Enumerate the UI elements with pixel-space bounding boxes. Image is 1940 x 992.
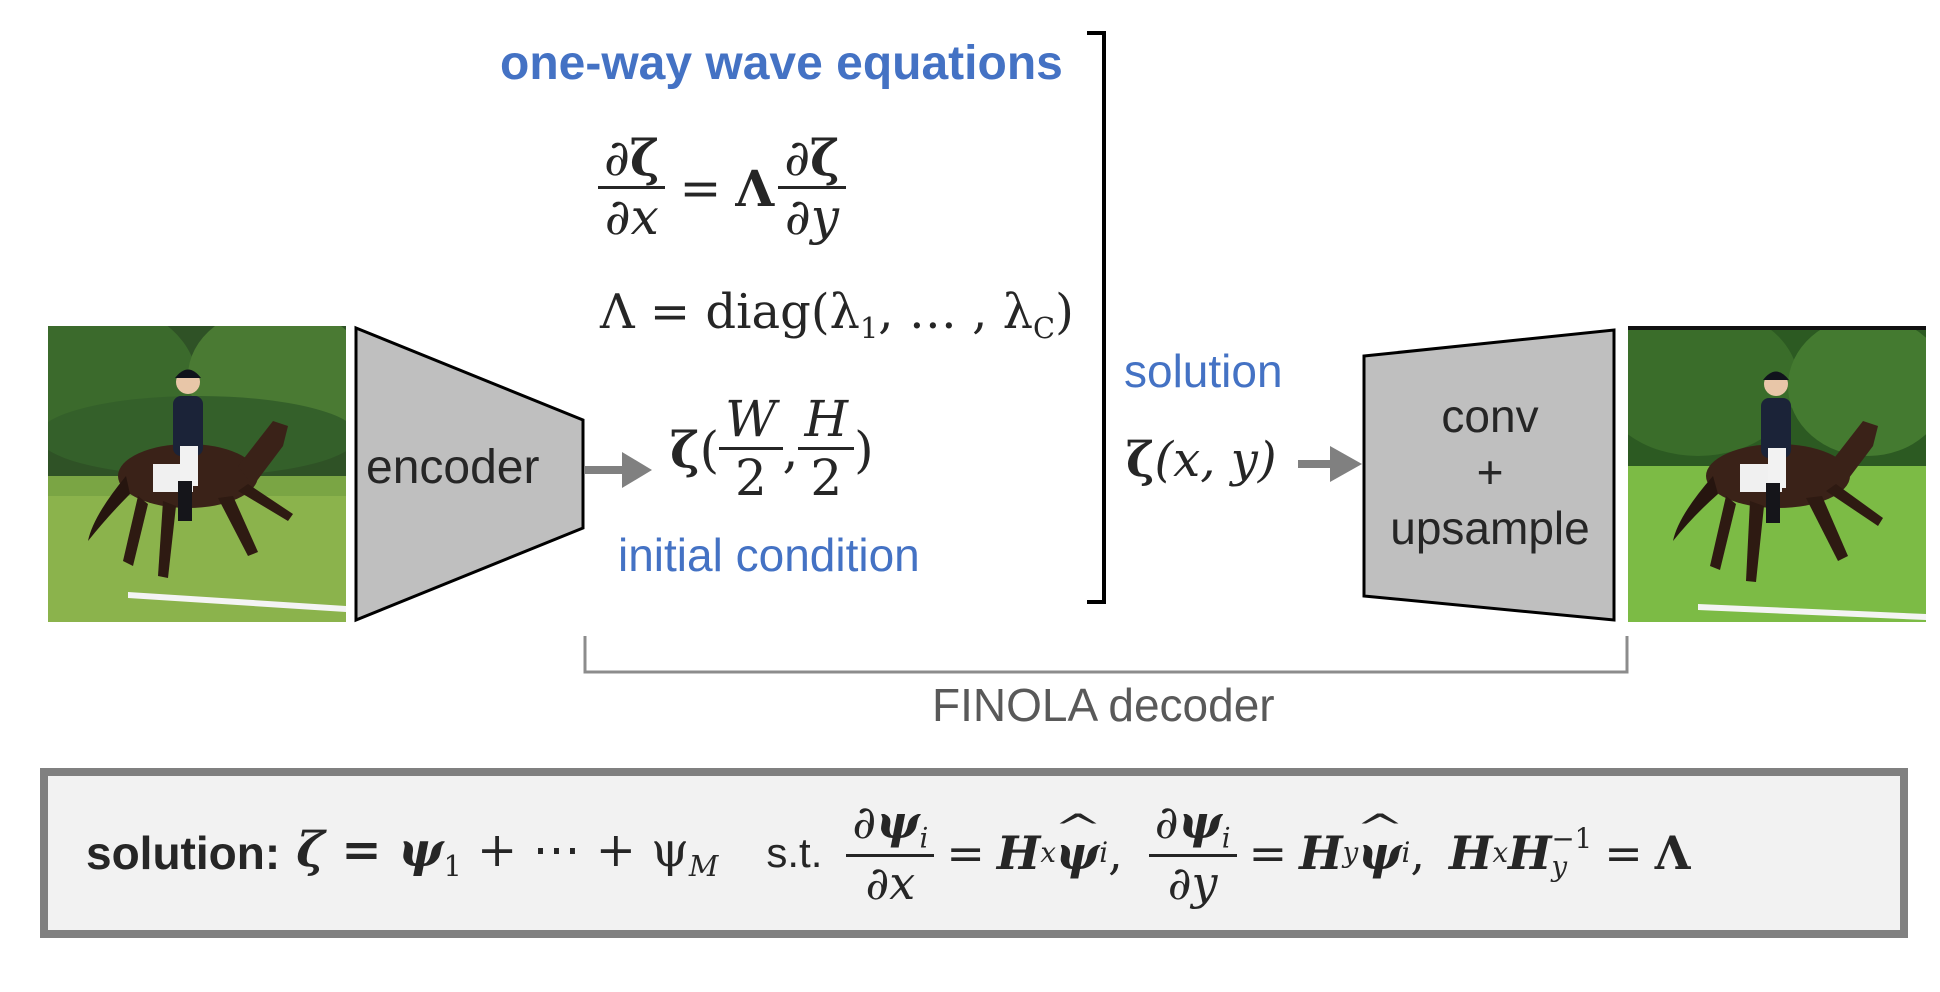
solution-sum: ζ = ψ1 + ⋯ + ψM [296,822,719,884]
dzeta-dx: ∂ζ ∂x [598,130,666,247]
solution-args: (x, y) [1154,432,1277,488]
dpsi-dx: ∂ψi ∂x [846,796,935,910]
dzeta-dy: ∂ζ ∂y [778,130,846,247]
wave-equation: ∂ζ ∂x = Λ ∂ζ ∂y [598,130,846,247]
input-image [48,326,346,622]
solution-equation: ζ(x, y) [1126,432,1277,488]
arrow-encoder-to-initial [585,452,652,488]
solution-box: solution: ζ = ψ1 + ⋯ + ψM s.t. ∂ψi ∂x = … [40,768,1908,938]
wave-equations-title: one-way wave equations [500,37,1063,90]
finola-brace [583,636,1629,674]
equations-bracket [1087,31,1106,604]
constraint-equations: ∂ψi ∂x = Hxψi, ∂ψi ∂y = Hyψi, HxH−1y = Λ [846,796,1690,910]
lambda-def-prefix: Λ = diag(λ [600,284,860,340]
dpsi-dy: ∂ψi ∂y [1148,796,1237,910]
decoder-line-conv: conv [1441,390,1539,442]
decoder-trapezoid [1362,328,1616,622]
initial-condition-label: initial condition [618,529,920,581]
decoder-line-plus: + [1476,446,1504,498]
solution-label: solution [1124,345,1283,397]
h-over-2: H 2 [798,392,855,508]
finola-decoder-label: FINOLA decoder [932,679,1275,731]
lambda-def-mid: , … , λ [878,284,1034,340]
encoder-label: encoder [366,441,540,494]
w-over-2: W 2 [719,392,783,508]
encoder-trapezoid [354,325,585,623]
lambda-definition: Λ = diag(λ1, … , λC) [600,284,1074,346]
decoder-line-upsample: upsample [1390,502,1590,554]
initial-condition-equation: ζ( W 2 , H 2 ) [670,390,874,508]
lambda-sub-1: 1 [859,311,879,346]
decoder-label: conv + upsample [1368,388,1612,556]
lambda-sub-c: C [1033,311,1056,346]
arrow-solution-to-decoder [1298,446,1362,482]
such-that: s.t. [766,829,823,876]
solution-box-label: solution: [86,827,281,879]
output-image [1628,326,1926,622]
